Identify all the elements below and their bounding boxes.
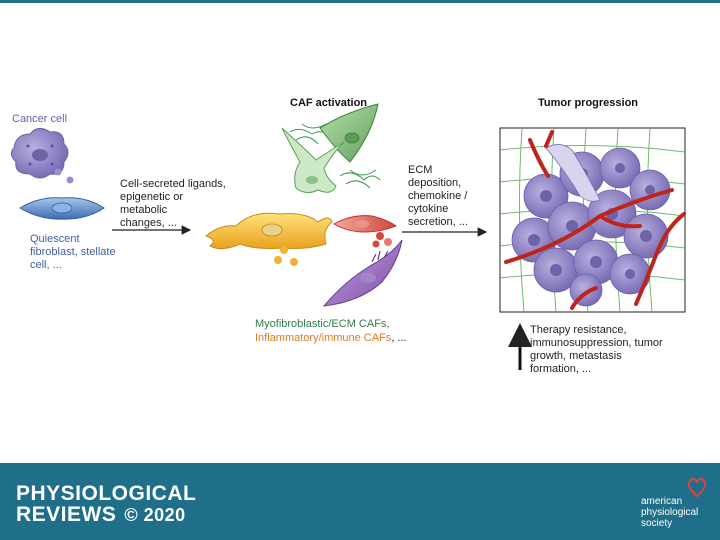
tumor-illustration [499,127,686,313]
label-inflammatory-suffix: , ... [391,332,407,344]
top-accent-bar [0,0,720,3]
aps-logo-icon [687,478,707,498]
society-logo: american physiological society [641,496,699,529]
label-myofibroblastic: Myofibroblastic/ECM CAFs, [255,318,390,330]
label-ecm: ECM deposition, chemokine / cytokine sec… [408,164,468,228]
journal-name-line1: PHYSIOLOGICAL [16,482,197,505]
label-ligands: Cell-secreted ligands, epigenetic or met… [120,178,226,229]
caf-diagram [10,103,686,370]
quiescent-fibroblast-illustration [19,197,105,220]
label-cancer-cell: Cancer cell [12,113,68,125]
title-caf-activation: CAF activation [290,97,368,109]
label-quiescent: Quiescent fibroblast, stellate cell, ... [30,233,116,271]
journal-name-line2: REVIEWS [16,503,117,526]
copyright: © 2020 [124,505,186,525]
activated-caf-illustration [205,103,403,307]
cancer-cell-illustration [10,128,74,184]
title-tumor-progression: Tumor progression [538,97,639,109]
journal-logo: PHYSIOLOGICAL REVIEWS © 2020 [16,483,196,526]
label-inflammatory-line: Inflammatory/immune CAFs, ... [255,332,407,345]
label-inflammatory: Inflammatory/immune CAFs [255,332,392,344]
footer-bar [0,463,720,540]
label-therapy: Therapy resistance, immunosuppression, t… [530,324,663,375]
